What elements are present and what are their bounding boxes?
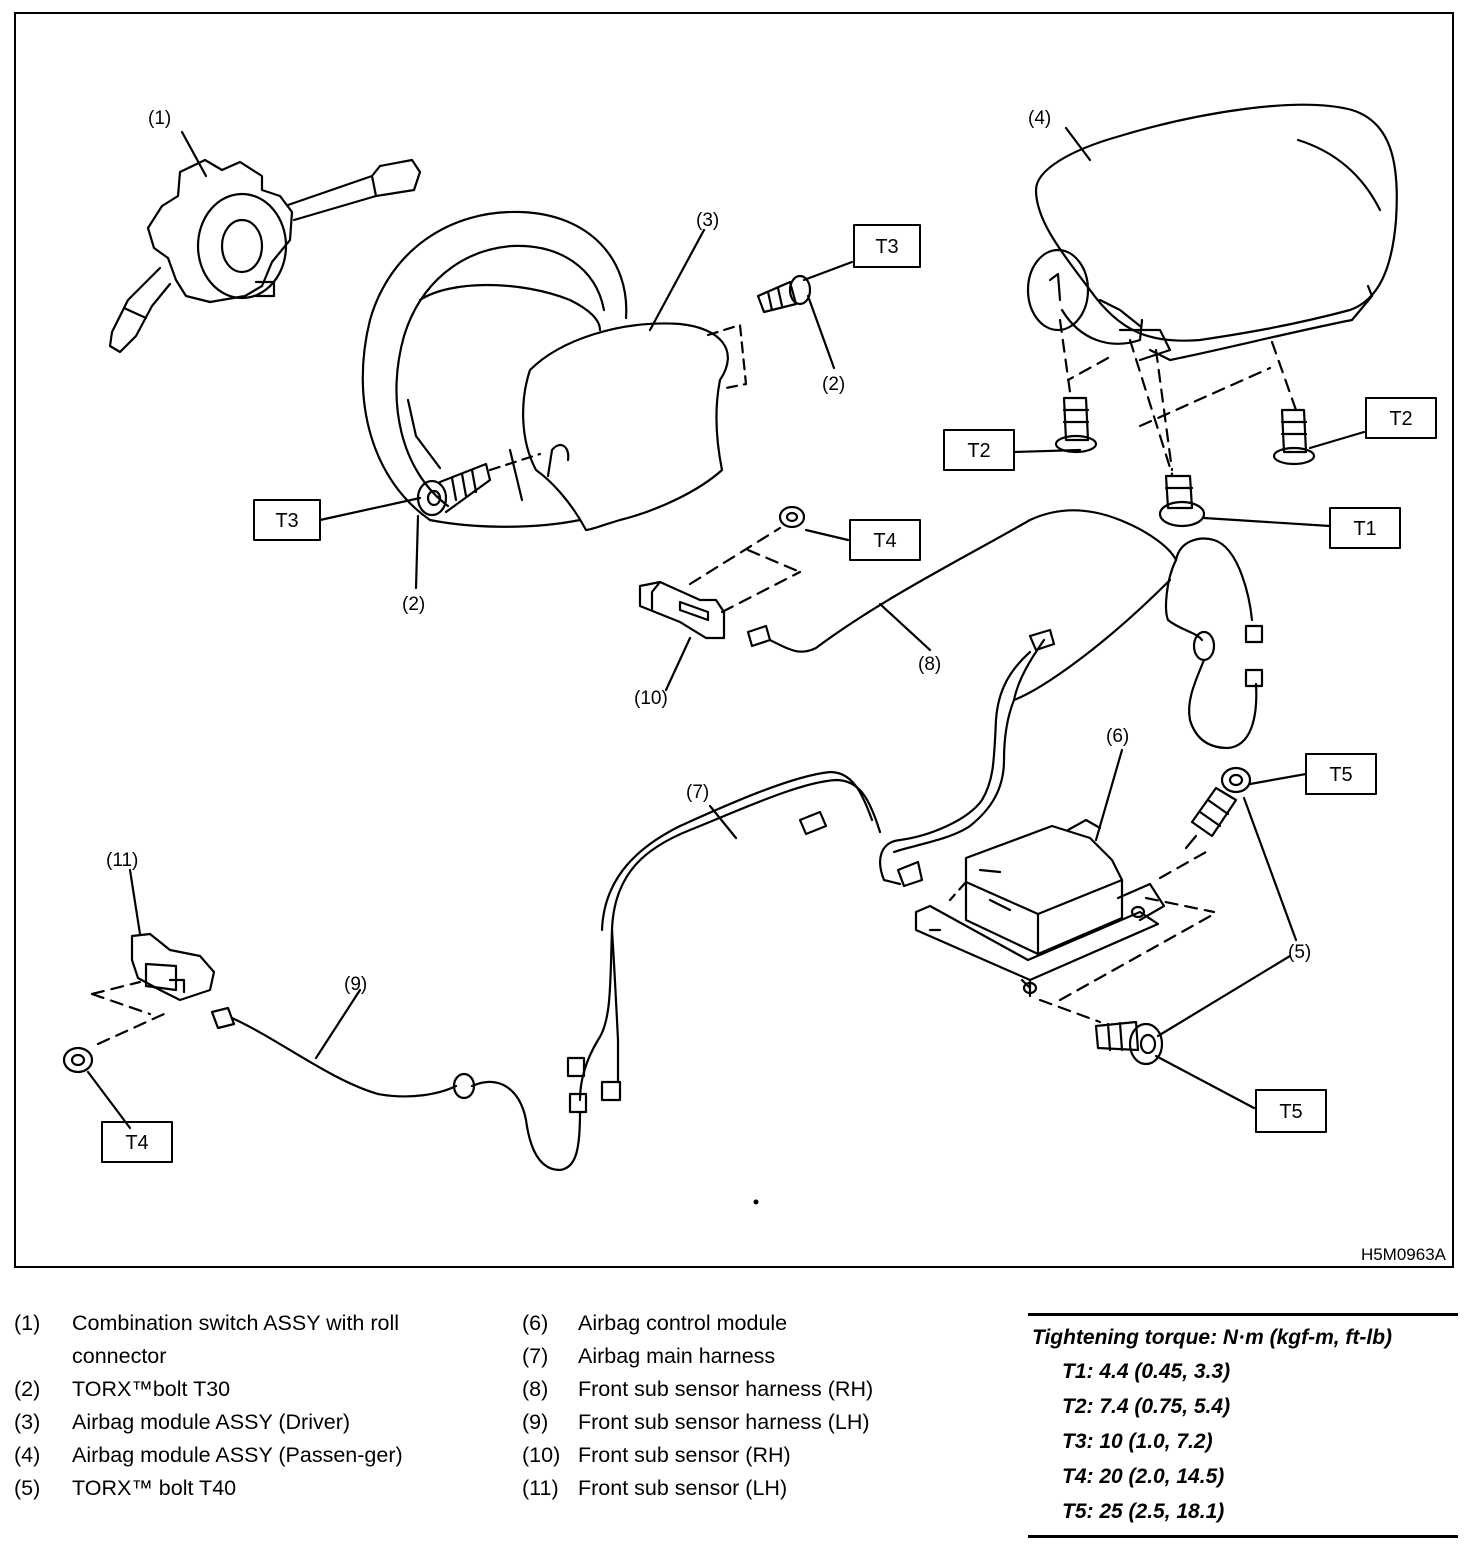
legend-number: (10) [522,1443,561,1467]
legend-number: (1) [14,1311,41,1335]
legend-item-6: (6) Airbag control module [522,1307,992,1340]
diagram-frame [14,12,1454,1268]
legend-label: Front sub sensor harness (LH) [578,1410,870,1434]
legend-number: (5) [14,1476,41,1500]
torque-row-t4: T4: 20 (2.0, 14.5) [1062,1465,1225,1488]
legend-item-1: (1) Combination switch ASSY with roll co… [14,1307,474,1373]
legend-label: Airbag control module [578,1311,788,1335]
torx-bolt-t30-top [756,260,854,314]
svg-text:T5: T5 [1329,764,1352,786]
callout-3: (3) [696,210,719,231]
torque-row-t2: T2: 7.4 (0.75, 5.4) [1062,1395,1231,1418]
legend-left: (1) Combination switch ASSY with roll co… [14,1307,474,1505]
legend-label: Combination switch ASSY with roll connec… [72,1311,400,1368]
legend-label: Airbag module ASSY (Driver) [72,1410,351,1434]
legend-label: Front sub sensor (LH) [578,1476,788,1500]
torque-box-t5-top: T5 [1305,753,1377,795]
torque-box-t3-top: T3 [853,224,921,268]
legend-label: Airbag main harness [578,1344,776,1368]
stray-dot [753,1199,759,1205]
svg-text:T4: T4 [125,1132,148,1154]
legend-number: (2) [14,1377,41,1401]
legend-item-9: (9) Front sub sensor harness (LH) [522,1406,992,1439]
callout-4: (4) [1028,108,1051,129]
legend-item-2: (2) TORX™bolt T30 [14,1373,474,1406]
legend-right: (6) Airbag control module (7) Airbag mai… [522,1307,992,1505]
svg-text:T1: T1 [1353,518,1376,540]
svg-text:T3: T3 [275,510,298,532]
exploded-diagram: (1) (4) (3) (2) (2) (10) (8) (6) (7) (5)… [62,103,1447,1264]
legend-number: (3) [14,1410,41,1434]
passenger-bolts [1054,396,1316,528]
legend-item-5: (5) TORX™ bolt T40 [14,1472,474,1505]
torque-title: Tightening torque: N·m (kgf-m, ft-lb) [1032,1326,1393,1349]
callout-6: (6) [1106,726,1129,747]
harness-rh-drawing [746,509,1264,750]
legend-item-4: (4) Airbag module ASSY (Passen-ger) [14,1439,474,1472]
legend-item-11: (11) Front sub sensor (LH) [522,1472,992,1505]
torque-box-t3-left: T3 [253,499,321,541]
torque-box-t2-left: T2 [943,429,1015,471]
front-sub-sensor-rh-drawing [638,505,806,640]
legend-number: (8) [522,1377,549,1401]
legend-number: (11) [522,1476,559,1500]
torx-bolt-t40-upper [1184,766,1252,850]
legend-item-8: (8) Front sub sensor harness (RH) [522,1373,992,1406]
control-module-drawing [914,818,1216,1024]
legend-item-7: (7) Airbag main harness [522,1340,992,1373]
svg-text:T2: T2 [1389,408,1412,430]
torque-row-t5: T5: 25 (2.5, 18.1) [1062,1500,1225,1523]
legend-label: TORX™bolt T30 [72,1377,231,1401]
callout-5: (5) [1288,942,1311,963]
svg-text:T3: T3 [875,236,898,258]
passenger-airbag-drawing [1026,103,1398,476]
legend-number: (6) [522,1311,549,1335]
torque-box-t4-mid: T4 [849,519,921,561]
legend-label: Airbag module ASSY (Passen-ger) [72,1443,403,1467]
callout-2-left: (2) [402,594,425,615]
callout-11: (11) [106,850,138,871]
torque-row-t3: T3: 10 (1.0, 7.2) [1062,1430,1213,1453]
torx-bolt-t30-left [416,452,542,517]
callout-8: (8) [918,654,941,675]
combination-switch-drawing [108,158,422,354]
legend-number: (7) [522,1344,549,1368]
harness-lh-drawing [210,1006,582,1172]
torx-bolt-t40-lower [1094,1020,1164,1066]
callout-10: (10) [634,688,668,709]
legend-number: (9) [522,1410,549,1434]
legend-label: Front sub sensor harness (RH) [578,1377,874,1401]
torque-box-t5-bottom: T5 [1255,1089,1327,1133]
torque-box-t2-right: T2 [1365,397,1437,439]
torque-box-t1: T1 [1329,507,1401,549]
front-sub-sensor-lh-drawing [62,932,216,1074]
callout-7: (7) [686,782,709,803]
torque-spec-table: Tightening torque: N·m (kgf-m, ft-lb) T1… [1028,1313,1458,1538]
legend-label: Front sub sensor (RH) [578,1443,791,1467]
callout-1: (1) [148,108,171,129]
svg-text:T2: T2 [967,440,990,462]
figure-code: H5M0963A [1361,1245,1447,1264]
callout-labels: (1) (4) (3) (2) (2) (10) (8) (6) (7) (5)… [106,108,1311,995]
leader-lines [86,126,1366,1130]
callout-9: (9) [344,974,367,995]
legend-number: (4) [14,1443,41,1467]
svg-text:T4: T4 [873,530,896,552]
torque-box-t4-left: T4 [101,1121,173,1163]
torque-row-t1: T1: 4.4 (0.45, 3.3) [1062,1360,1231,1383]
svg-text:T5: T5 [1279,1101,1302,1123]
main-harness-drawing [566,578,1172,1114]
driver-airbag-drawing [361,210,748,532]
legend-item-10: (10) Front sub sensor (RH) [522,1439,992,1472]
legend-item-3: (3) Airbag module ASSY (Driver) [14,1406,474,1439]
callout-2-top: (2) [822,374,845,395]
legend-label: TORX™ bolt T40 [72,1476,237,1500]
